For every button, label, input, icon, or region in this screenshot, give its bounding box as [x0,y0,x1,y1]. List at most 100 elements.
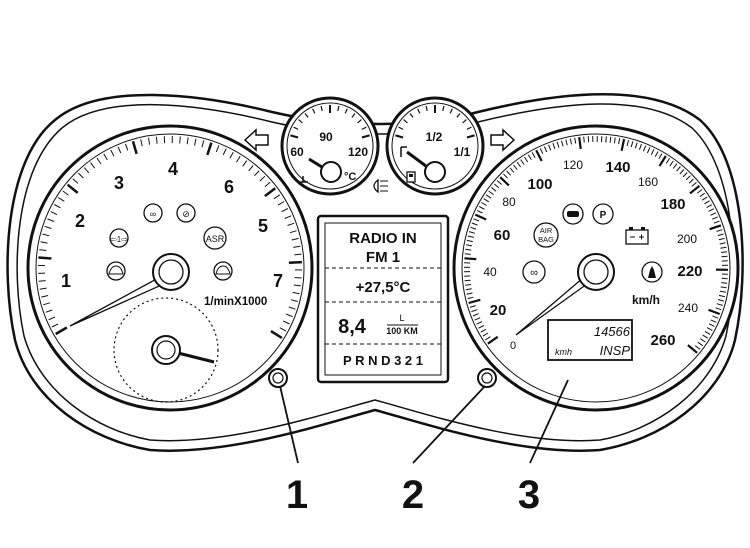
dial-tick [43,302,51,306]
dial-tick [277,201,285,206]
dial-tick [264,181,271,188]
dial-tick [361,126,367,130]
svg-text:⊘: ⊘ [182,209,190,219]
dial-tick [719,242,726,245]
dial-tick [304,113,309,118]
dial-tick [712,315,719,319]
dial-tick [464,257,477,261]
dial-tick [39,287,47,290]
temperature-hub [320,161,342,183]
dial-tick [290,299,298,302]
fuel-label: 1/1 [454,145,471,159]
dial-tick [40,241,48,244]
dial-tick [320,105,323,112]
trip-reset-knob [477,368,497,388]
dial-tick [293,284,301,287]
dial-tick [464,279,471,282]
dial-tick [665,158,671,164]
dial-tick [215,145,220,153]
airbag-light-icon: AIR BAG [533,222,559,248]
dial-tick [473,218,480,222]
dial-tick [499,176,510,187]
dial-tick [242,160,248,167]
dial-tick [535,149,543,162]
dial-tick [403,119,408,124]
temperature-label: 90 [319,130,333,144]
dial-tick [669,160,674,167]
dial-tick [496,180,502,185]
dial-tick [626,139,629,147]
dial-tick [47,218,55,222]
temperature-label: 60 [290,145,304,159]
dial-tick [613,137,616,144]
dial-tick [471,309,478,313]
tachometer-label: 4 [168,159,178,179]
dial-tick [676,166,681,172]
dial-tick [548,144,552,151]
tachometer-reset-knob [268,368,288,388]
dial-tick [465,284,472,286]
callout-line-2 [412,385,486,464]
dial-tick [720,286,727,289]
dial-tick [201,140,205,148]
fuel-reserve-mark [400,146,407,157]
dial-tick [229,151,234,159]
fuel-label: 1/2 [426,130,443,144]
speedometer-label: 60 [494,227,511,244]
brake-light-icon: P [592,203,614,225]
dial-tick [117,146,122,154]
dial-tick [706,204,713,209]
dial-tick [503,173,508,179]
center-display: RADIO IN FM 1 +27,5°C 8,4 L 100 KM P R N… [316,214,450,384]
dial-tick [469,305,476,308]
tachometer-label: 6 [224,177,234,197]
dial-tick [48,316,56,321]
display-gear-indicator: P R N D 3 2 1 [343,353,423,368]
dial-tick [715,307,722,311]
dial-tick [279,327,287,332]
tachometer-sub-dial [113,297,219,403]
tachometer-label: 3 [114,173,124,193]
dial-tick [706,327,713,331]
odometer-unit: kmh [555,347,572,357]
dial-tick [516,161,522,168]
display-consumption: 8,4 [338,316,367,338]
dial-tick [708,208,715,212]
dial-tick [222,148,227,156]
asr-light-icon: ASR [203,226,227,250]
dial-tick [478,325,485,329]
dial-tick [50,211,58,216]
dial-tick [474,317,481,321]
dial-tick [520,159,525,165]
dial-tick [506,170,512,176]
dial-tick [620,138,626,152]
speedometer-label: 220 [677,263,702,280]
dial-tick [38,280,46,282]
dial-tick [704,330,711,335]
display-consumption-unit-top: L [399,313,404,323]
dial-tick [716,229,723,232]
speedometer-label: 20 [490,302,507,319]
dial-tick [642,145,647,152]
svg-text:BAG: BAG [538,235,554,244]
speedometer-label: 100 [527,176,552,193]
svg-text:ASR: ASR [206,234,225,244]
speedometer-label: 0 [510,340,516,352]
dial-tick [638,143,642,150]
dial-tick [697,341,703,347]
dial-tick [654,151,659,157]
dial-tick [482,332,489,337]
dial-tick [351,113,356,118]
left-turn-arrow-icon [243,128,269,152]
dial-tick [718,294,726,298]
parking-brake-light-icon: ⇦1⇨ [109,228,129,248]
dial-tick [58,197,65,202]
dial-tick [672,163,678,169]
speedometer-label: 240 [678,301,698,315]
dial-tick [398,126,404,130]
dial-tick [284,215,292,219]
speedometer-unit: km/h [632,293,660,307]
dial-tick [470,226,477,230]
display-outside-temperature: +27,5°C [356,279,411,296]
